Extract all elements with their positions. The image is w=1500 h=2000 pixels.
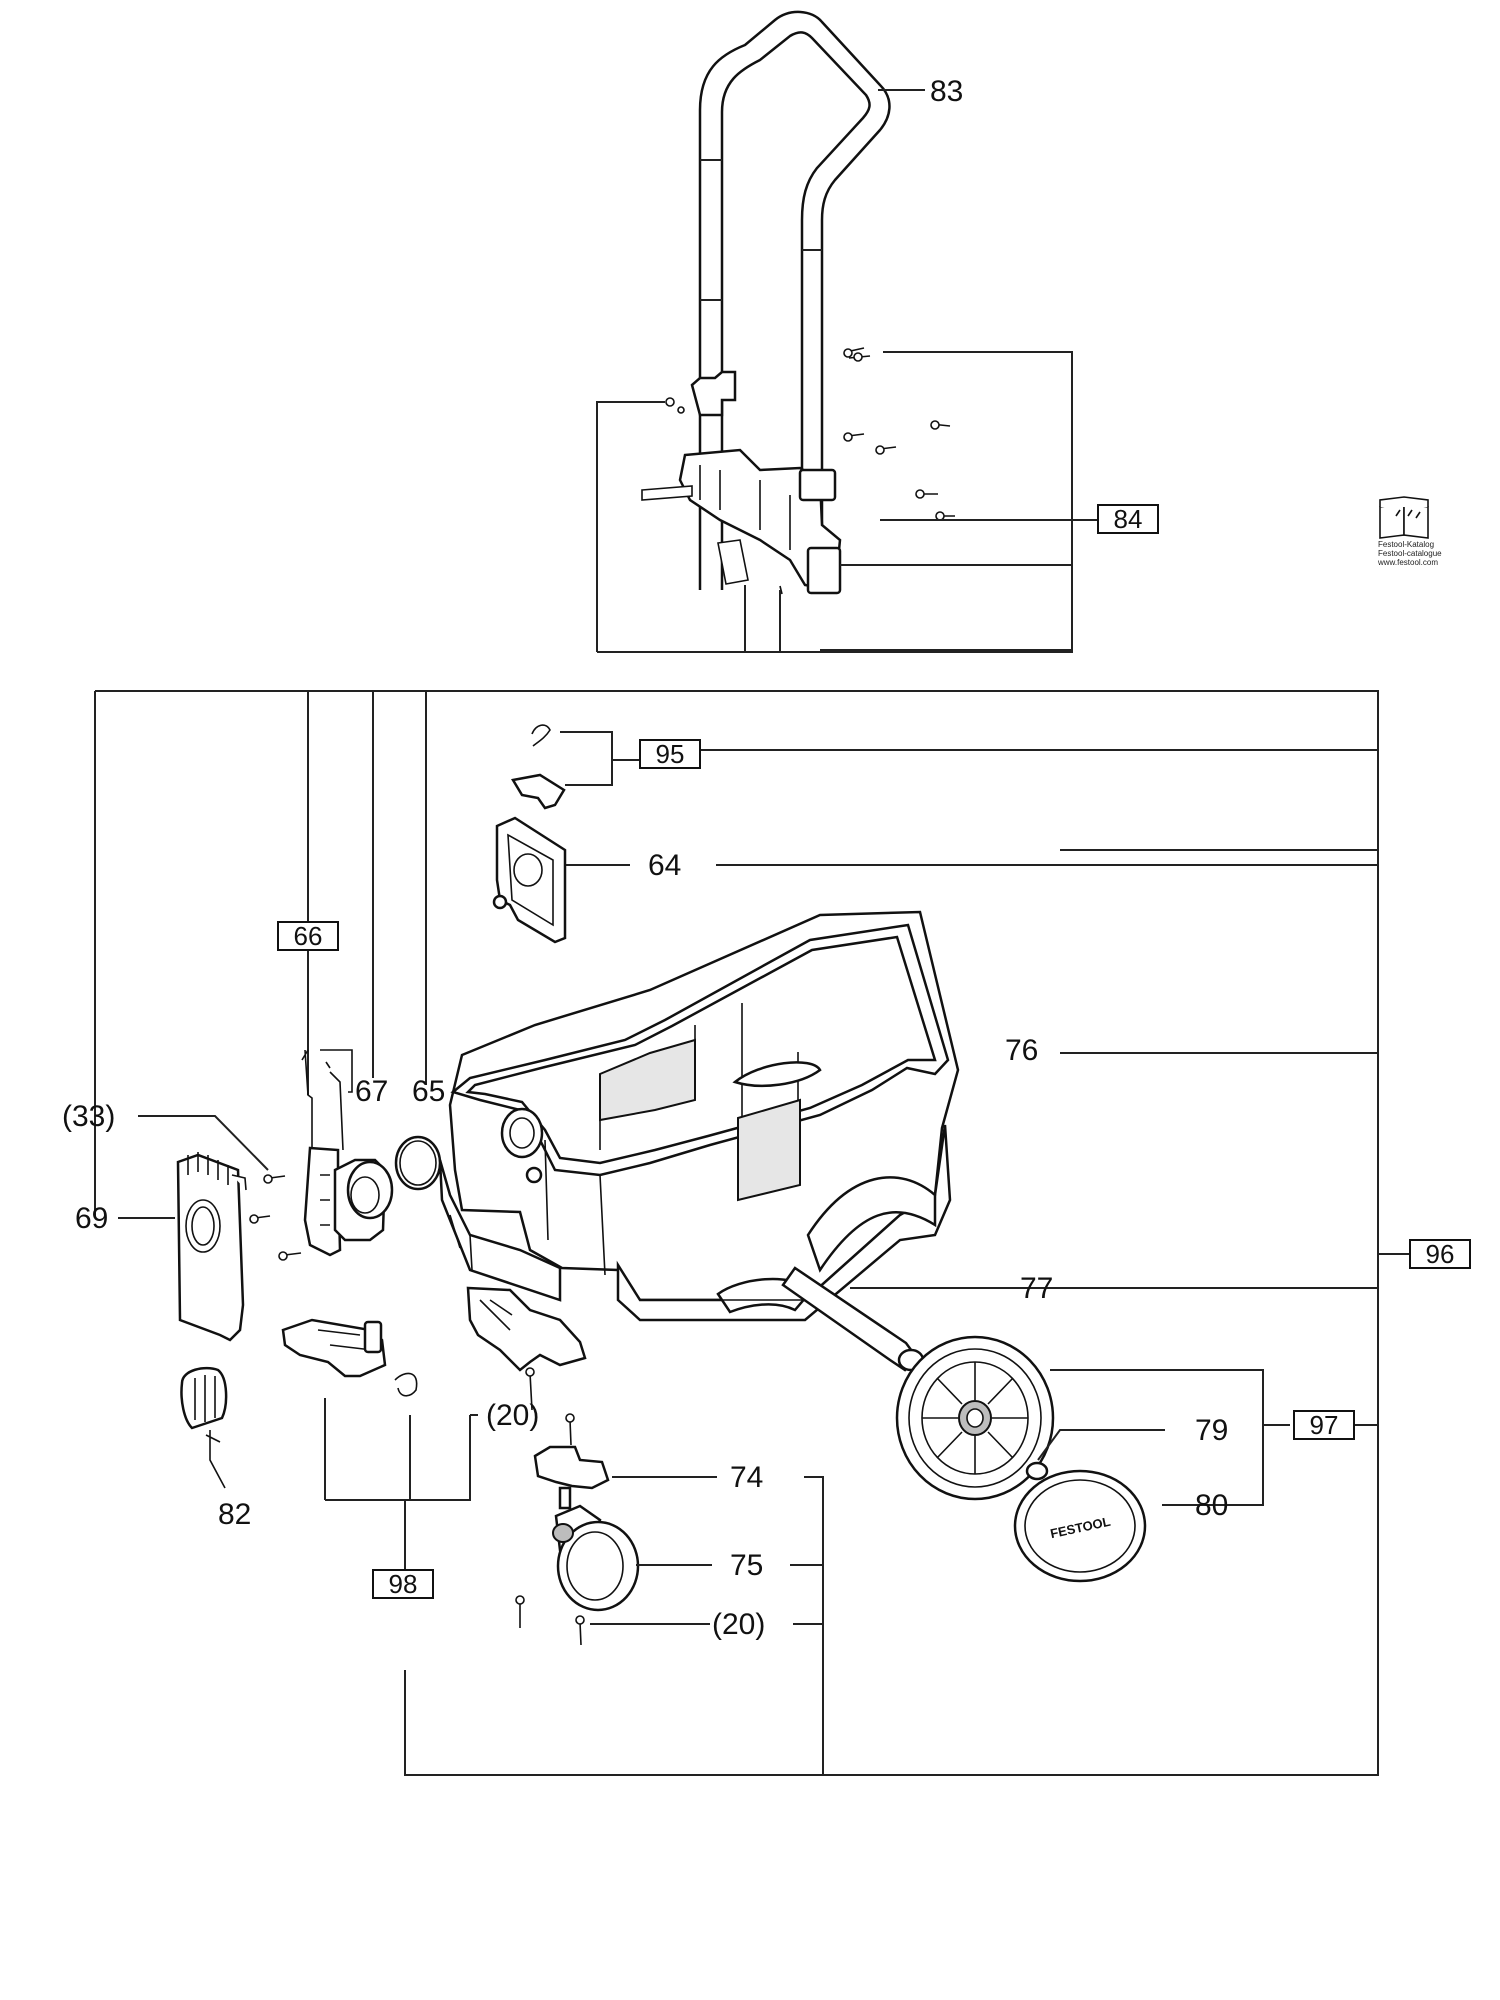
leader-84 <box>596 351 1098 653</box>
catalog-line-2: Festool-catalogue <box>1378 549 1442 558</box>
callout-96: 96 <box>1426 1239 1455 1269</box>
castor-mount-74 <box>533 1445 610 1510</box>
clip-95 <box>511 724 566 810</box>
callout-98: 98 <box>389 1569 418 1599</box>
leader-33 <box>138 1115 269 1171</box>
callout-64: 64 <box>648 849 681 882</box>
callout-65: 65 <box>412 1075 445 1108</box>
callout-95: 95 <box>656 739 685 769</box>
hub-cap-80: FESTOOL <box>1013 1469 1147 1583</box>
leader-95 <box>560 731 640 786</box>
oring-65-inner <box>399 1140 437 1186</box>
container-76 <box>438 910 960 1322</box>
catalog-mark: Festool-Katalog Festool-catalogue www.fe… <box>1377 496 1442 567</box>
callout-74: 74 <box>730 1461 763 1494</box>
callout-82: 82 <box>218 1498 251 1531</box>
castor-75 <box>552 1504 640 1612</box>
circlip-79 <box>1025 1461 1049 1481</box>
callout-66: 66 <box>294 921 323 951</box>
callout-box-96 <box>1409 1239 1471 1269</box>
callout-97: 97 <box>1310 1410 1339 1440</box>
callout-80: 80 <box>1195 1489 1228 1522</box>
screws-33 <box>249 1174 302 1261</box>
springs-66 <box>301 1049 353 1170</box>
callout-79: 79 <box>1195 1414 1228 1447</box>
callout-box-95 <box>639 739 701 769</box>
handle-83 <box>698 10 891 590</box>
callout-20b: (20) <box>712 1608 765 1641</box>
callout-box-98 <box>372 1569 434 1599</box>
callout-box-84 <box>1097 504 1159 534</box>
catalog-line-3: www.festool.com <box>1377 558 1438 567</box>
filter-82 <box>180 1366 228 1489</box>
callout-76: 76 <box>1005 1034 1038 1067</box>
callout-75: 75 <box>730 1549 763 1582</box>
cover-69 <box>176 1152 247 1342</box>
callout-box-66 <box>277 921 339 951</box>
callout-69: 69 <box>75 1202 108 1235</box>
callout-20a: (20) <box>486 1399 539 1432</box>
leader-98 <box>324 1398 823 1776</box>
callout-box-97 <box>1293 1410 1355 1440</box>
catalog-line-1: Festool-Katalog <box>1378 540 1434 549</box>
screws-84 <box>665 347 955 595</box>
callout-33: (33) <box>62 1100 115 1133</box>
screws-20 <box>515 1367 585 1646</box>
callout-83: 83 <box>930 75 963 108</box>
callout-67: 67 <box>355 1075 388 1108</box>
callout-77: 77 <box>1020 1272 1053 1305</box>
handle-bracket-84 <box>641 370 842 595</box>
wheel-79-80 <box>895 1335 1055 1501</box>
flap-67 <box>303 1146 394 1257</box>
latch-98 <box>281 1286 587 1397</box>
callout-84: 84 <box>1114 504 1143 534</box>
frame-96 <box>94 690 1410 1776</box>
leader-97 <box>1037 1369 1378 1506</box>
leader-74 <box>612 1476 824 1775</box>
plate-64 <box>492 816 567 944</box>
